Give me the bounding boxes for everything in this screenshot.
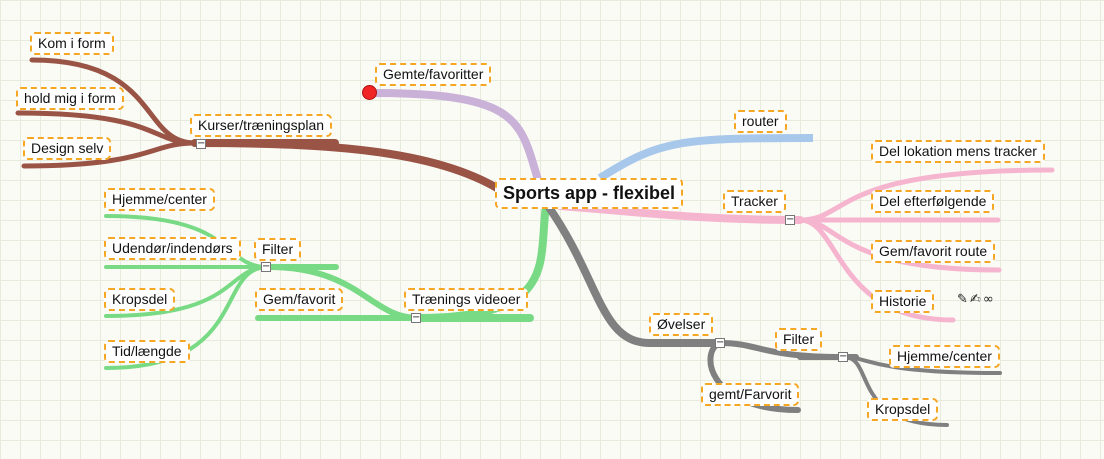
- subtopic-kropsdel[interactable]: Kropsdel: [104, 288, 176, 311]
- subtopic-hold-mig-i-form[interactable]: hold mig i form: [16, 87, 124, 110]
- subtopic-tid-laengde[interactable]: Tid/længde: [104, 340, 190, 363]
- collapse-toggle-tracker[interactable]: −: [785, 214, 795, 225]
- topic-videos[interactable]: Trænings videoer: [404, 288, 529, 311]
- collapse-toggle-videos-filter[interactable]: −: [261, 261, 271, 272]
- subtopic-videos-filter[interactable]: Filter: [254, 238, 302, 261]
- root-topic[interactable]: Sports app - flexibel: [495, 178, 684, 209]
- branch-marker-dot[interactable]: [362, 85, 377, 100]
- subtopic-exercises-hjemme-center[interactable]: Hjemme/center: [889, 345, 1000, 368]
- edge-root-courses: [191, 139, 509, 197]
- subtopic-hjemme-center[interactable]: Hjemme/center: [104, 188, 215, 211]
- edit-note-icon[interactable]: ✍: [969, 292, 981, 307]
- subtopic-kom-i-form[interactable]: Kom i form: [30, 32, 114, 55]
- edge-filter2-kropsdel: [842, 355, 949, 427]
- subtopic-design-selv[interactable]: Design selv: [23, 137, 112, 160]
- subtopic-exercises-kropsdel[interactable]: Kropsdel: [867, 398, 939, 421]
- attachment-icon[interactable]: ✎: [957, 292, 968, 307]
- subtopic-videos-favorit[interactable]: Gem/favorit: [255, 288, 344, 311]
- topic-tracker[interactable]: Tracker: [723, 190, 786, 213]
- link-icon[interactable]: ∞: [982, 292, 994, 307]
- courses-connectors: [15, 57, 509, 197]
- subtopic-del-lokation[interactable]: Del lokation mens tracker: [871, 140, 1045, 163]
- edge-root-exercises: [544, 202, 724, 347]
- subtopic-historie[interactable]: Historie: [871, 290, 935, 313]
- subtopic-gemt-farvorit[interactable]: gemt/Farvorit: [701, 383, 800, 406]
- topic-saved[interactable]: Gemte/favoritter: [375, 63, 492, 86]
- collapse-toggle-courses[interactable]: −: [196, 138, 206, 149]
- subtopic-exercises-filter[interactable]: Filter: [775, 328, 823, 351]
- historie-icons: ✎ ✍ ∞: [957, 293, 994, 306]
- subtopic-del-efterfolgende[interactable]: Del efterfølgende: [871, 190, 995, 213]
- edge-root-router: [597, 134, 814, 182]
- topic-exercises[interactable]: Øvelser: [649, 313, 714, 336]
- edge-exercises-gemt: [707, 340, 801, 413]
- topic-courses[interactable]: Kurser/træningsplan: [190, 114, 333, 137]
- topic-router[interactable]: router: [734, 110, 787, 133]
- edge-filter-tid: [104, 265, 270, 370]
- subtopic-udendor-indendors[interactable]: Udendør/indendørs: [104, 237, 241, 260]
- collapse-toggle-exercises-filter[interactable]: −: [838, 351, 848, 362]
- collapse-toggle-exercises[interactable]: −: [715, 337, 725, 348]
- edge-tracker-historie: [797, 217, 956, 323]
- edge-root-saved: [366, 89, 542, 184]
- collapse-toggle-videos[interactable]: −: [411, 312, 421, 323]
- edge-courses-design: [21, 140, 198, 169]
- subtopic-gem-favorit-route[interactable]: Gem/favorit route: [871, 240, 996, 263]
